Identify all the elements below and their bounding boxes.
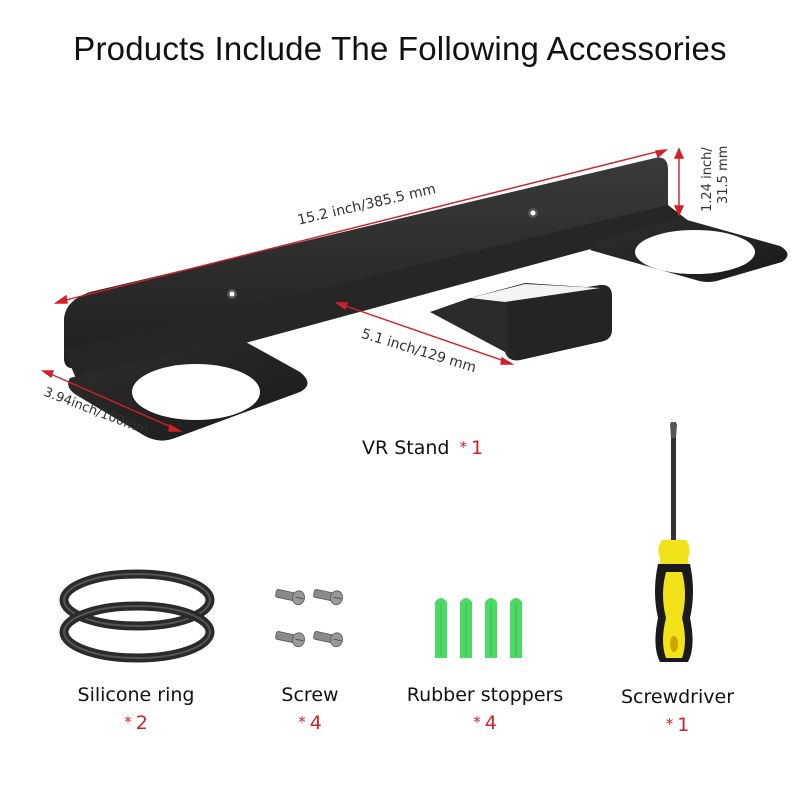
screwdriver-quantity: *1 <box>665 714 690 736</box>
vr-stand-name: VR Stand <box>362 437 450 459</box>
screwdriver-label: Screwdriver <box>620 686 735 708</box>
screwdriver-icon <box>655 422 693 662</box>
screw-icon <box>275 589 343 648</box>
rubber-stoppers-label: Rubber stoppers <box>406 684 564 706</box>
rubber-stopper-icon <box>435 598 522 658</box>
dimension-height-line2: 31.5 mm <box>716 145 731 204</box>
rubber-stoppers-quantity: *4 <box>473 712 497 734</box>
vr-stand-label: VR Stand *1 <box>362 437 483 459</box>
dimension-height-line1: 1.24 inch/ <box>700 147 715 212</box>
screw-label: Screw <box>281 684 339 706</box>
silicone-ring-quantity: *2 <box>124 712 148 734</box>
silicone-ring-icon <box>59 569 215 663</box>
vr-stand-image <box>40 147 788 441</box>
vr-stand-quantity: *1 <box>459 437 484 459</box>
screw-quantity: *4 <box>298 712 322 734</box>
silicone-ring-label: Silicone ring <box>77 684 195 706</box>
page-title: Products Include The Following Accessori… <box>73 30 727 67</box>
